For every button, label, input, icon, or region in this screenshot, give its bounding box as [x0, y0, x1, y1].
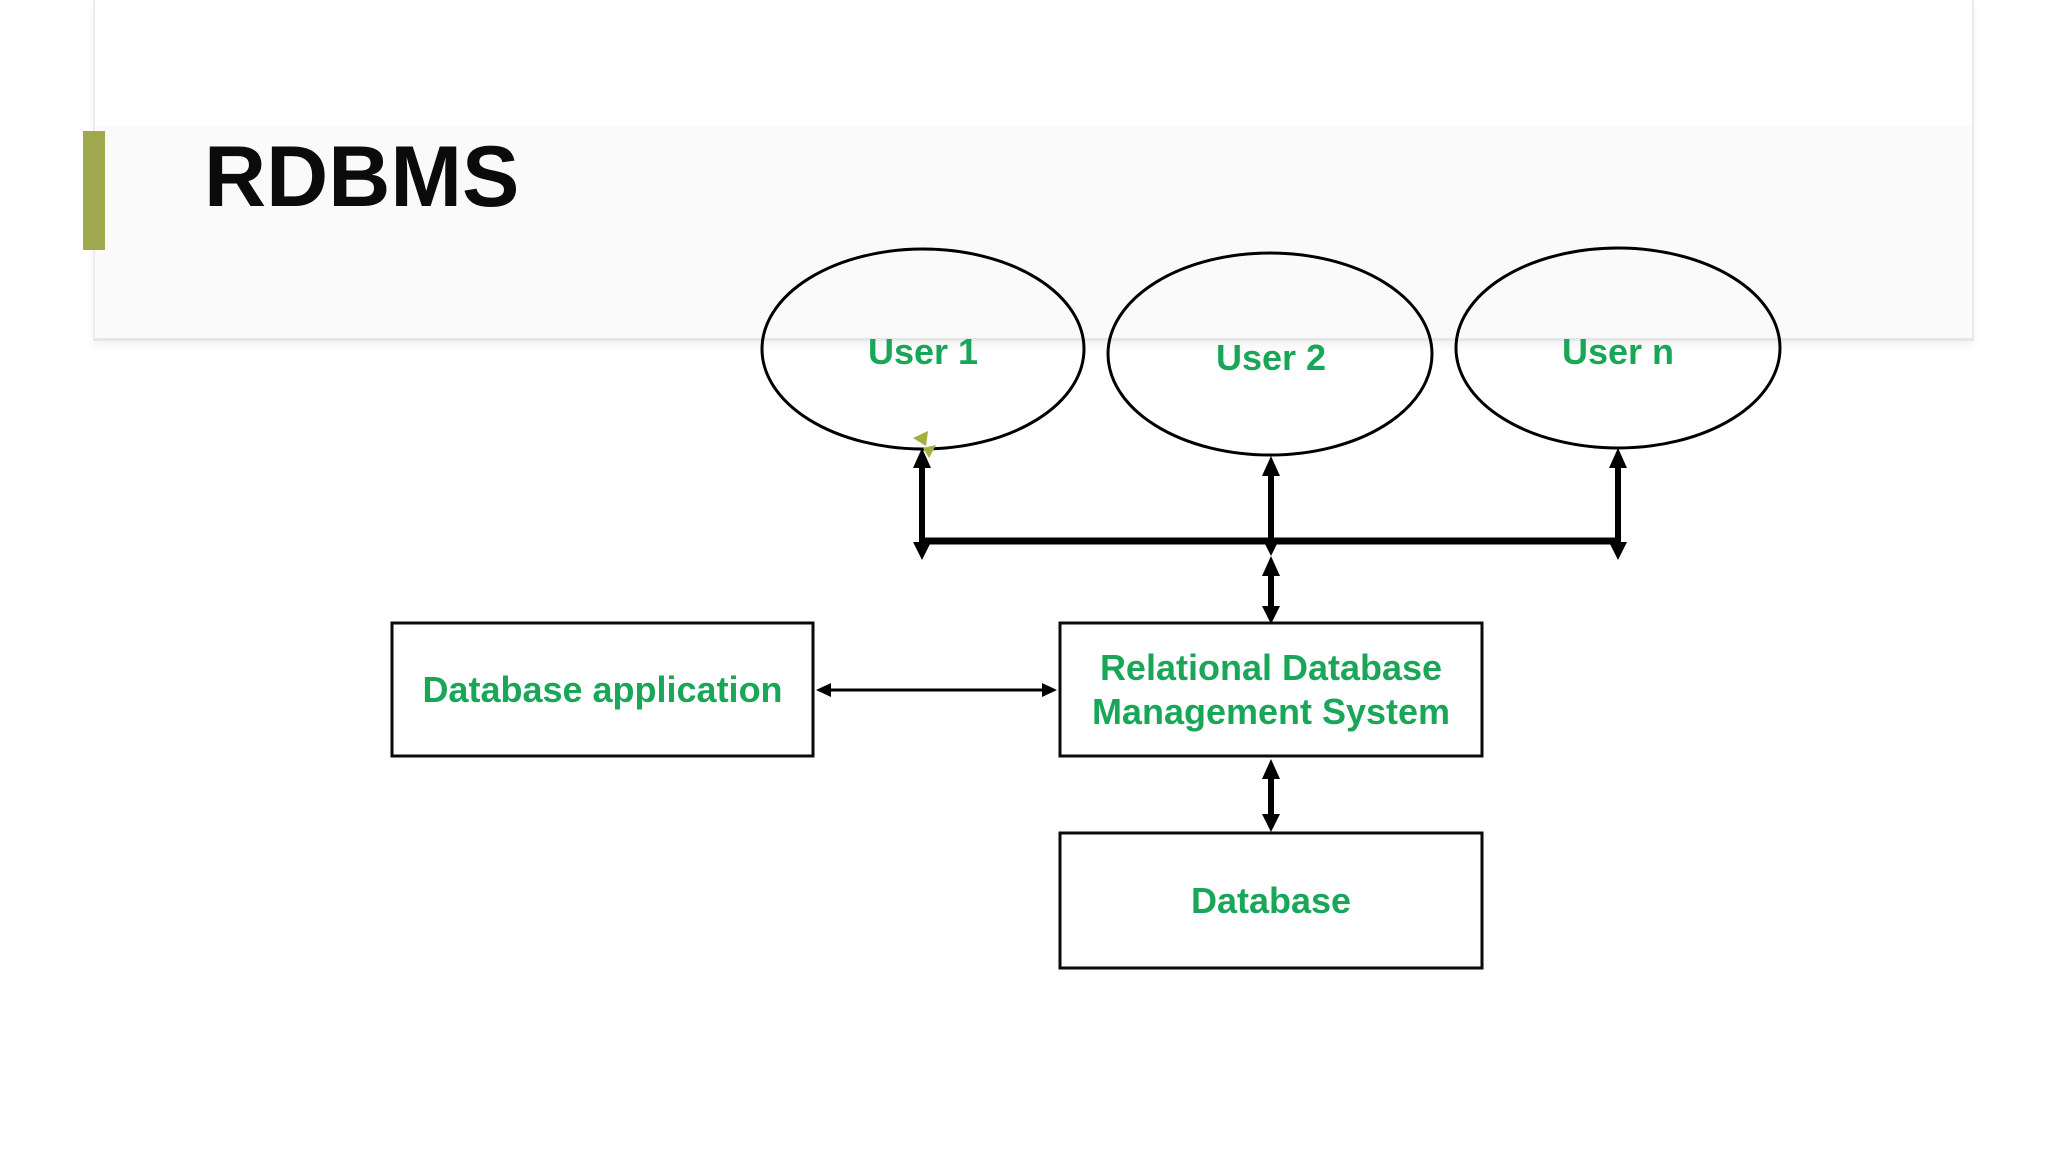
- database-application-box: [390, 621, 815, 758]
- user1-label: User 1: [867, 331, 979, 372]
- user2-ellipse: [1106, 251, 1434, 457]
- pointer-cursor-icon: [913, 431, 936, 458]
- app-rdbms-arrow: [816, 683, 1057, 697]
- rdbms-label-line1: Relational Database: [1099, 646, 1443, 688]
- user2-bus-arrow: [1262, 456, 1280, 556]
- database-application-label: Database application: [422, 668, 783, 710]
- user1-ellipse: [760, 247, 1086, 451]
- usern-label: User n: [1561, 331, 1675, 372]
- slide-surface: [93, 0, 1974, 341]
- rdbms-label: Relational Database Management System: [1060, 623, 1482, 756]
- slide-title: RDBMS: [204, 129, 520, 225]
- slide-header-band: [95, 126, 1972, 338]
- title-accent-bar: [83, 131, 105, 250]
- user2-label: User 2: [1215, 337, 1327, 378]
- bus-rdbms-arrow: [1262, 556, 1280, 624]
- database-box: [1058, 831, 1484, 970]
- usern-bus-arrow: [1609, 448, 1627, 560]
- user1-bus-arrow: [913, 448, 931, 560]
- rdbms-label-line2: Management System: [1091, 690, 1451, 732]
- rdbms-database-arrow: [1262, 759, 1280, 832]
- database-label: Database: [1190, 879, 1352, 921]
